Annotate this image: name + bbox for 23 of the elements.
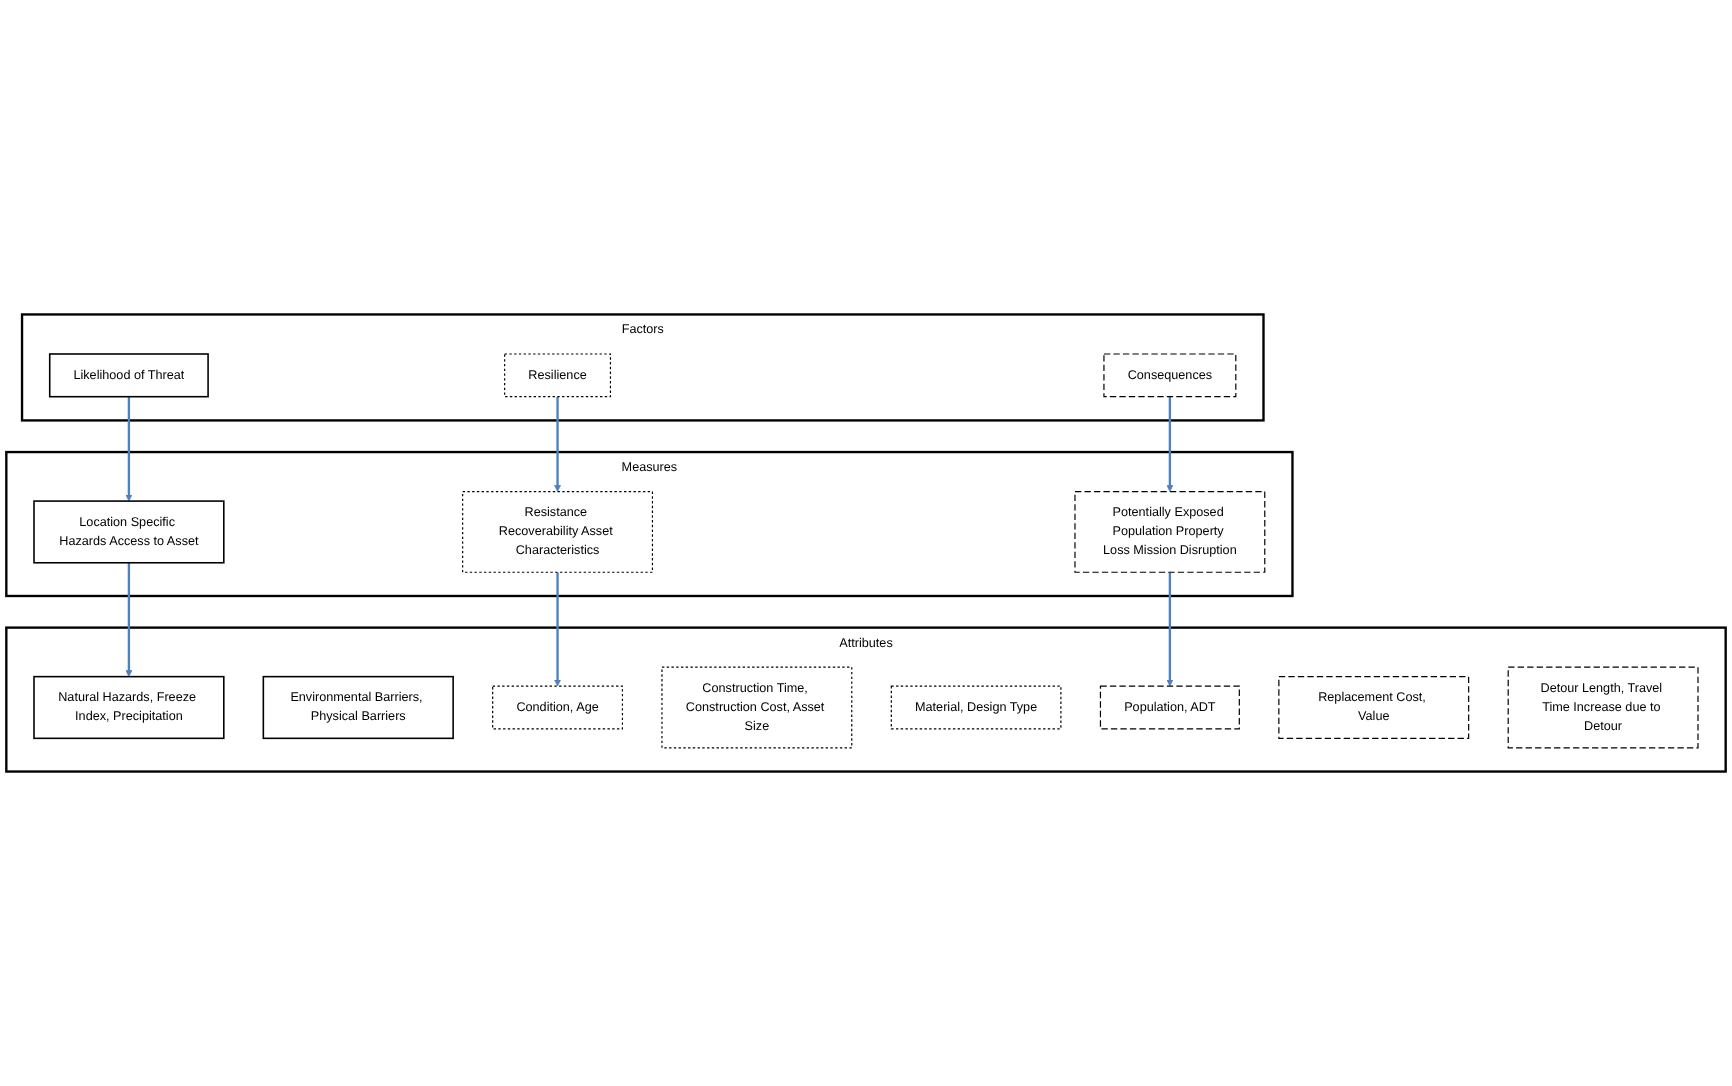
arrow xyxy=(1166,572,1174,687)
node-box xyxy=(462,491,654,573)
node-box xyxy=(1099,685,1240,730)
node-box xyxy=(1103,353,1237,398)
node-box xyxy=(262,675,454,740)
node-box xyxy=(492,685,624,730)
node-box xyxy=(504,353,612,398)
arrow xyxy=(554,572,562,687)
node-box xyxy=(33,675,225,740)
node-box xyxy=(48,353,209,398)
cluster xyxy=(5,450,1294,598)
node-box xyxy=(1278,676,1470,739)
arrow xyxy=(554,396,562,492)
node-box xyxy=(1507,666,1699,749)
arrow xyxy=(1166,396,1174,492)
arrow xyxy=(125,562,133,677)
node-box xyxy=(33,500,225,564)
arrow xyxy=(125,396,133,502)
cluster xyxy=(20,313,1265,422)
cluster xyxy=(5,626,1727,773)
node-box xyxy=(890,685,1062,730)
node-box xyxy=(661,666,853,749)
node-box xyxy=(1074,491,1266,573)
